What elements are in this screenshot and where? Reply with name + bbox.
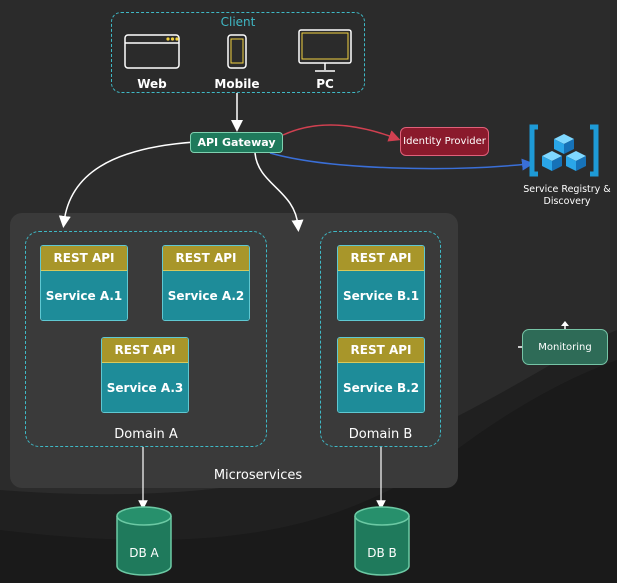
service-a1-card[interactable]: REST API Service A.1 [40,245,128,321]
service-name: Service A.3 [102,363,188,412]
db-b-cylinder[interactable] [353,506,411,578]
service-name: Service A.2 [163,271,249,320]
service-registry-line1: Service Registry & [523,184,611,195]
service-registry-line2: Discovery [543,196,591,207]
client-group [111,12,365,93]
gateway-to-registry-arrow [269,152,534,171]
domain-a-label: Domain A [114,427,178,442]
db-a-label: DB A [129,546,159,560]
db-b-label: DB B [367,546,397,560]
api-gateway-node[interactable]: API Gateway [190,132,283,153]
domain-b-label: Domain B [348,427,413,442]
service-a3-card[interactable]: REST API Service A.3 [101,337,189,413]
client-pc-label: PC [316,77,334,91]
gateway-to-domain-b-arrow [254,152,304,232]
desktop-monitor-icon [298,29,352,72]
azure-cubes-icon [529,124,599,177]
service-name: Service B.1 [338,271,424,320]
db-a-cylinder[interactable] [115,506,173,578]
client-title: Client [220,15,256,29]
monitoring-arrowhead [561,321,569,326]
client-mobile-label: Mobile [214,77,260,91]
rest-api-label: REST API [338,246,424,271]
domain-b-group [320,231,441,447]
identity-provider-node[interactable]: Identity Provider [400,127,489,156]
domain-a-group [25,231,267,447]
service-b1-card[interactable]: REST API Service B.1 [337,245,425,321]
rest-api-label: REST API [163,246,249,271]
browser-window-icon [124,34,180,69]
rest-api-label: REST API [338,338,424,363]
gateway-to-identity-arrow [282,124,401,142]
smartphone-icon [227,34,247,69]
rest-api-label: REST API [41,246,127,271]
rest-api-label: REST API [102,338,188,363]
service-name: Service B.2 [338,363,424,412]
service-registry-label: Service Registry & Discovery [519,184,615,208]
client-web-label: Web [137,77,167,91]
service-b2-card[interactable]: REST API Service B.2 [337,337,425,413]
monitoring-node[interactable]: Monitoring [522,329,608,365]
gateway-to-domain-a-arrow [58,141,196,228]
service-a2-card[interactable]: REST API Service A.2 [162,245,250,321]
service-name: Service A.1 [41,271,127,320]
microservices-label: Microservices [213,468,303,483]
